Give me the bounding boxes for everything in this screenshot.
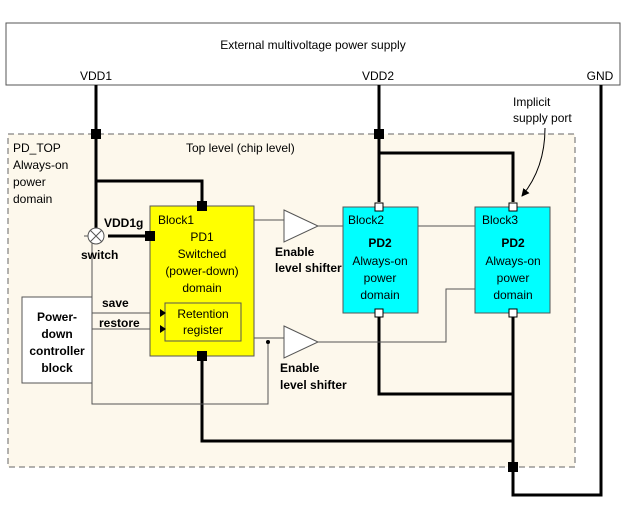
restore-arrow — [160, 325, 166, 333]
block3-line1: Always-on — [485, 254, 540, 268]
block1-gnd-port — [197, 351, 207, 361]
junction-dot — [266, 340, 270, 344]
block3-vdd-port — [508, 202, 518, 212]
shifter1-line2: level shifter — [275, 261, 342, 275]
block1-line1: Switched — [178, 247, 227, 261]
gnd-label: GND — [587, 69, 614, 83]
top-level-label: Top level (chip level) — [186, 141, 295, 155]
block2-pd: PD2 — [368, 236, 392, 250]
block1-line3: domain — [182, 281, 221, 295]
block2-box[interactable] — [342, 206, 419, 314]
block3-pd: PD2 — [501, 236, 525, 250]
block2-gnd-port — [374, 308, 384, 318]
block1-ground — [200, 356, 513, 443]
block3-gnd-port — [508, 308, 518, 318]
controller-line2: down — [41, 327, 72, 341]
shifter2-line1: Enable — [280, 361, 320, 375]
controller-box[interactable] — [21, 296, 93, 384]
controller-line3: controller — [29, 344, 85, 358]
shifter1-line1: Enable — [275, 245, 315, 259]
vdd1-to-block1 — [96, 179, 204, 206]
vdd2-to-block3 — [379, 151, 515, 202]
save-label: save — [102, 296, 129, 310]
shifter2-to-block3 — [318, 288, 475, 343]
annotation-line2: supply port — [513, 111, 572, 125]
gnd-line — [511, 85, 603, 497]
vdd1g-label: VDD1g — [104, 216, 143, 230]
pd-top-desc1: Always-on — [13, 158, 68, 172]
restore-label: restore — [99, 316, 140, 330]
controller-line4: block — [41, 361, 73, 375]
level-shifter-2[interactable] — [283, 325, 320, 359]
vdd1-label: VDD1 — [80, 69, 112, 83]
block1-line2: (power-down) — [165, 264, 238, 278]
switch-label: switch — [81, 248, 118, 262]
block2-name: Block2 — [348, 213, 384, 227]
save-arrow — [160, 309, 166, 317]
retention-line2: register — [183, 323, 223, 337]
controller-line1: Power- — [37, 310, 77, 324]
pd-top-name: PD_TOP — [13, 141, 61, 155]
retention-line1: Retention — [177, 307, 228, 321]
supply-title: External multivoltage power supply — [220, 38, 405, 52]
block2-line3: domain — [360, 288, 399, 302]
block2-line2: power — [364, 271, 397, 285]
block3-line3: domain — [493, 288, 532, 302]
pd-top-desc2: power — [13, 175, 46, 189]
vdd2-port — [374, 129, 384, 139]
block1-name: Block1 — [158, 213, 194, 227]
vdd1-port — [91, 129, 101, 139]
external-supply-box — [5, 22, 621, 86]
retention-register-box[interactable] — [164, 302, 242, 342]
gnd-port — [508, 462, 518, 472]
pd-top-desc3: domain — [13, 192, 52, 206]
block3-box[interactable] — [474, 206, 551, 314]
block1-vdd-port — [197, 201, 207, 211]
block1-pd: PD1 — [190, 230, 214, 244]
block3-line2: power — [497, 271, 530, 285]
shifter2-line2: level shifter — [280, 378, 347, 392]
annotation-line1: Implicit — [513, 95, 551, 109]
level-shifter-1[interactable] — [283, 209, 320, 243]
switch-cross — [89, 229, 103, 243]
annotation-arrow — [521, 127, 546, 197]
block2-line1: Always-on — [352, 254, 407, 268]
block3-name: Block3 — [482, 213, 518, 227]
block2-ground — [377, 313, 513, 396]
block2-vdd-port — [374, 202, 384, 212]
block1-vdd1g-port — [145, 231, 155, 241]
vdd2-label: VDD2 — [362, 69, 394, 83]
